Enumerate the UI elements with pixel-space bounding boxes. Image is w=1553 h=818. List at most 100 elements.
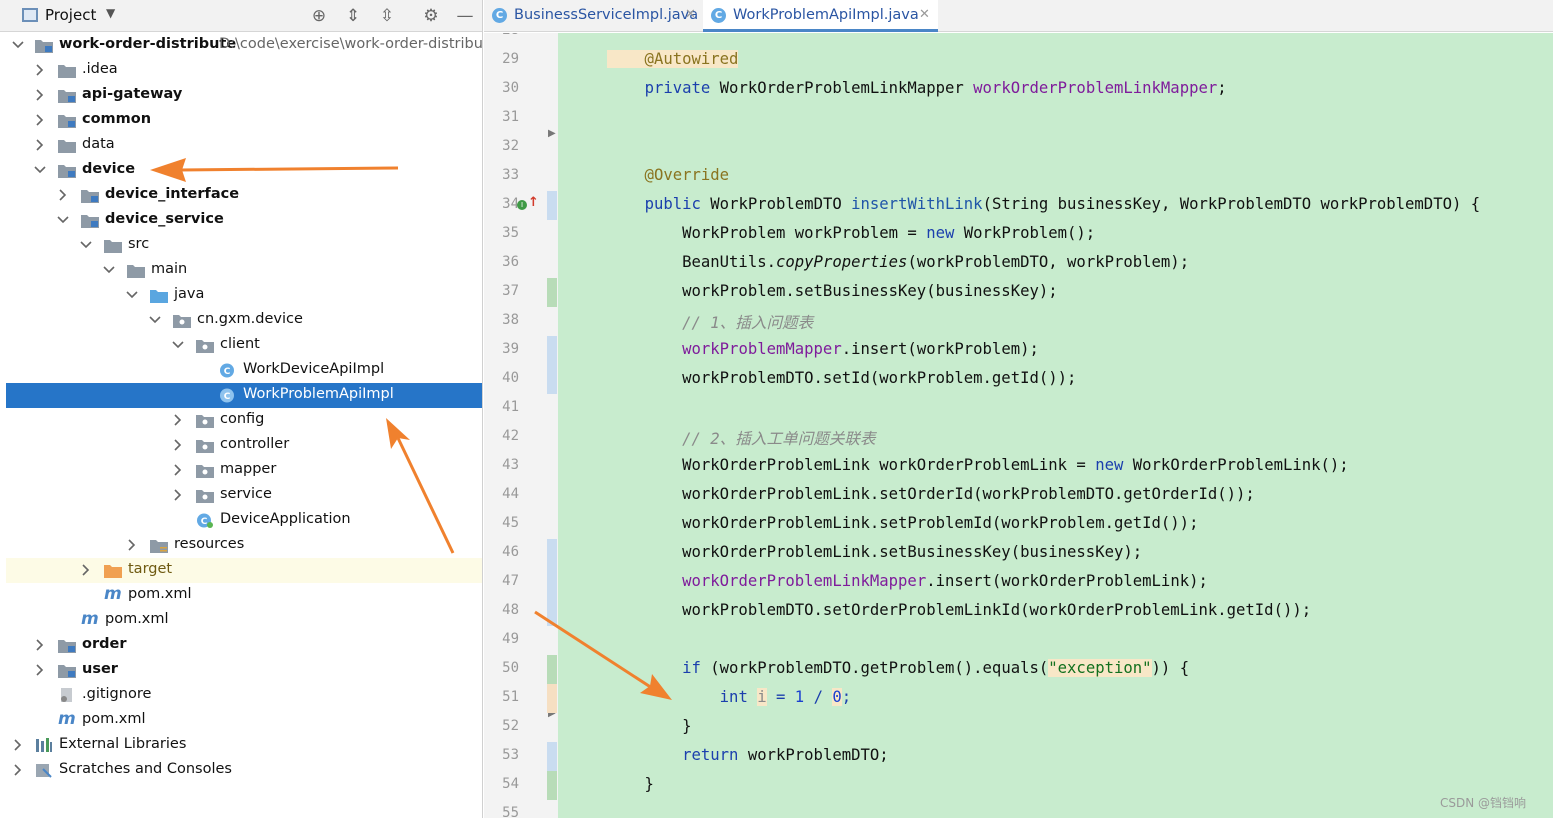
- tree-item-label: java: [174, 286, 205, 302]
- chevron-right-icon[interactable]: [34, 88, 46, 102]
- chevron-down-icon[interactable]: [126, 288, 138, 302]
- tree-item-deviceapplication[interactable]: C DeviceApplication: [6, 508, 482, 533]
- chevron-right-icon[interactable]: [172, 463, 184, 477]
- tree-item-user[interactable]: user: [6, 658, 482, 683]
- fold-arrow-icon[interactable]: ▶: [548, 708, 556, 719]
- chevron-right-icon[interactable]: [172, 413, 184, 427]
- chevron-right-icon[interactable]: [57, 188, 69, 202]
- line-number-gutter[interactable]: 28 29 30 31 32 33 34 35 36 37 38 39 40 4…: [484, 33, 558, 818]
- chevron-down-icon[interactable]: [149, 313, 161, 327]
- chevron-down-icon[interactable]: [34, 163, 46, 177]
- tree-item-data[interactable]: data: [6, 133, 482, 158]
- chevron-right-icon[interactable]: [12, 763, 24, 777]
- project-view-title[interactable]: Project: [45, 6, 97, 24]
- tree-item-package[interactable]: cn.gxm.device: [6, 308, 482, 333]
- change-marker[interactable]: [547, 539, 557, 626]
- svg-text:C: C: [224, 392, 231, 402]
- module-folder-icon: [58, 163, 76, 178]
- up-arrow-icon[interactable]: ↑: [528, 195, 539, 210]
- chevron-down-icon[interactable]: [103, 263, 115, 277]
- tree-item-idea[interactable]: .idea: [6, 58, 482, 83]
- chevron-down-icon[interactable]: [80, 238, 92, 252]
- tree-item-pom-xml[interactable]: m pom.xml: [6, 608, 482, 633]
- tree-item-device-service[interactable]: device_service: [6, 208, 482, 233]
- tab-businessserviceimpl[interactable]: C BusinessServiceImpl.java ✕: [484, 0, 703, 32]
- minimize-icon[interactable]: —: [456, 6, 474, 26]
- tree-item-common[interactable]: common: [6, 108, 482, 133]
- tree-item-device-interface[interactable]: device_interface: [6, 183, 482, 208]
- fold-arrow-icon[interactable]: ▶: [548, 128, 556, 139]
- chevron-right-icon[interactable]: [126, 538, 138, 552]
- tree-item-mapper[interactable]: mapper: [6, 458, 482, 483]
- gear-icon[interactable]: ⚙: [423, 6, 439, 26]
- tree-item-java[interactable]: java: [6, 283, 482, 308]
- code-area[interactable]: @Autowired private WorkOrderProblemLinkM…: [558, 33, 1553, 818]
- chevron-right-icon[interactable]: [34, 138, 46, 152]
- chevron-right-icon[interactable]: [12, 738, 24, 752]
- code-text: }: [607, 775, 654, 793]
- code-line: workProblemDTO.setOrderProblemLinkId(wor…: [607, 601, 1311, 619]
- tree-item-api-gateway[interactable]: api-gateway: [6, 83, 482, 108]
- chevron-down-icon[interactable]: [172, 338, 184, 352]
- change-marker[interactable]: [547, 191, 557, 220]
- chevron-right-icon[interactable]: [34, 63, 46, 77]
- tab-workproblemapiimpl[interactable]: C WorkProblemApiImpl.java ✕: [703, 0, 938, 32]
- tree-item-external-libraries[interactable]: External Libraries: [6, 733, 482, 758]
- chevron-down-icon[interactable]: [12, 38, 24, 52]
- chevron-right-icon[interactable]: [34, 638, 46, 652]
- close-icon[interactable]: ✕: [919, 7, 930, 22]
- java-class-icon: C: [492, 8, 507, 23]
- annotation: @Override: [607, 166, 730, 184]
- tree-item-label: pom.xml: [82, 711, 146, 727]
- chevron-down-icon[interactable]: ▼: [106, 6, 116, 20]
- tree-item-work-order-distribute[interactable]: work-order-distribute D:\code\exercise\w…: [6, 33, 482, 58]
- tree-item-pom-xml[interactable]: m pom.xml: [6, 583, 482, 608]
- change-marker[interactable]: [547, 336, 557, 394]
- implementing-method-icon[interactable]: I: [517, 200, 527, 210]
- code-line: // 1、插入问题表: [607, 311, 813, 333]
- code-line: }: [607, 775, 654, 793]
- tree-item-label: target: [128, 561, 173, 577]
- package-icon: [196, 438, 214, 453]
- tree-item-gitignore[interactable]: .gitignore: [6, 683, 482, 708]
- change-marker[interactable]: [547, 278, 557, 307]
- tree-item-target[interactable]: target: [6, 558, 482, 583]
- close-icon[interactable]: ✕: [685, 7, 696, 22]
- tree-item-pom-xml[interactable]: m pom.xml: [6, 708, 482, 733]
- tree-item-service[interactable]: service: [6, 483, 482, 508]
- project-view-icon: [22, 8, 38, 22]
- package-icon: [196, 338, 214, 353]
- change-marker[interactable]: [547, 742, 557, 771]
- change-marker[interactable]: [547, 684, 557, 713]
- chevron-right-icon[interactable]: [80, 563, 92, 577]
- tree-item-device[interactable]: device: [6, 158, 482, 183]
- locate-icon[interactable]: ⊕: [311, 6, 327, 26]
- chevron-right-icon[interactable]: [172, 488, 184, 502]
- tree-item-src[interactable]: src: [6, 233, 482, 258]
- module-folder-icon: [58, 88, 76, 103]
- tree-item-workproblemapiimpl[interactable]: C WorkProblemApiImpl: [6, 383, 482, 408]
- annotation: @Autowired: [607, 50, 739, 68]
- chevron-right-icon[interactable]: [34, 113, 46, 127]
- chevron-down-icon[interactable]: [57, 213, 69, 227]
- tree-item-label: device: [82, 161, 136, 177]
- tree-item-main[interactable]: main: [6, 258, 482, 283]
- change-marker[interactable]: [547, 771, 557, 800]
- tree-item-workdeviceapiimpl[interactable]: C WorkDeviceApiImpl: [6, 358, 482, 383]
- tree-item-scratches-and-consoles[interactable]: Scratches and Consoles: [6, 758, 482, 783]
- tree-item-client[interactable]: client: [6, 333, 482, 358]
- line-number: 41: [502, 399, 519, 415]
- code-editor[interactable]: 28 29 30 31 32 33 34 35 36 37 38 39 40 4…: [484, 33, 1553, 818]
- tree-item-resources[interactable]: resources: [6, 533, 482, 558]
- tree-item-controller[interactable]: controller: [6, 433, 482, 458]
- code-text: workOrderProblemLinkMapper.insert(workOr…: [682, 572, 1208, 590]
- collapse-all-icon[interactable]: ⇳: [379, 6, 395, 26]
- tree-item-config[interactable]: config: [6, 408, 482, 433]
- chevron-right-icon[interactable]: [172, 438, 184, 452]
- chevron-right-icon[interactable]: [34, 663, 46, 677]
- code-line: @Autowired: [607, 50, 739, 68]
- change-marker[interactable]: [547, 655, 557, 684]
- expand-all-icon[interactable]: ⇕: [345, 6, 361, 26]
- tree-item-order[interactable]: order: [6, 633, 482, 658]
- tree-item-label: pom.xml: [105, 611, 169, 627]
